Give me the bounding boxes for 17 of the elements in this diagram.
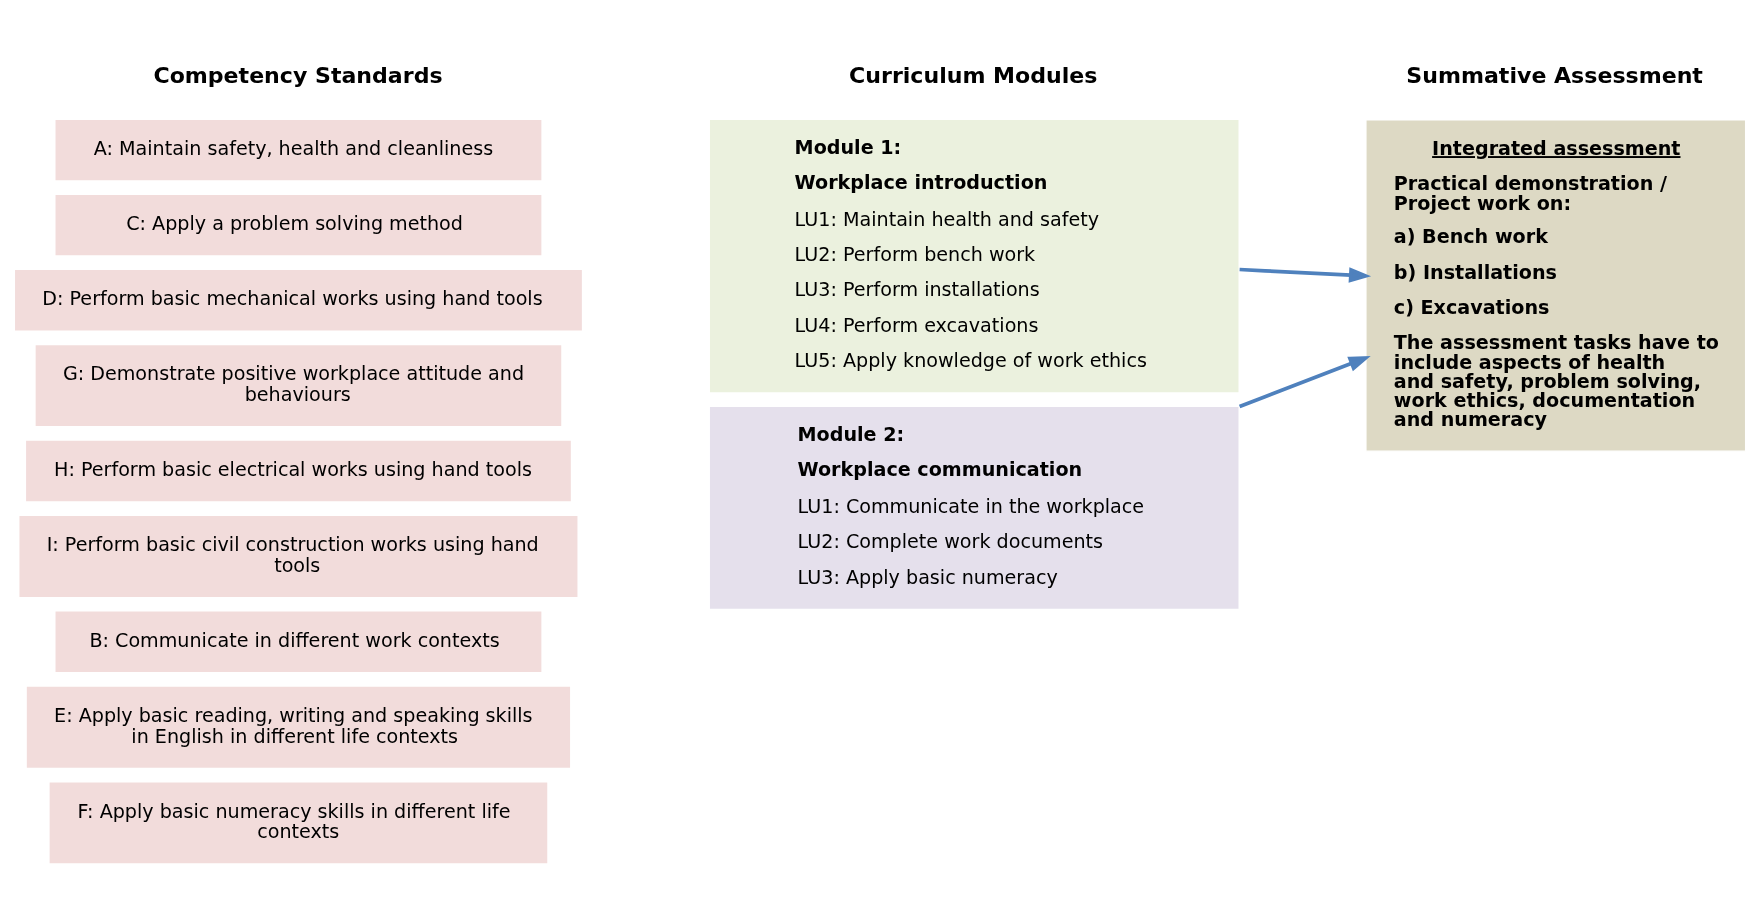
node-box: Module 2: Workplace communication LU1: Communicate in the workplace LU2: Complete work documents LU3: Apply basic numeracy — [708, 405, 1240, 610]
node-box: A: Maintain safety, health and cleanliness — [54, 117, 543, 182]
node-box: H: Perform basic electrical works using hand tools — [24, 438, 573, 503]
node-box: B: Communicate in different work contexts — [54, 609, 543, 673]
label: Competency Standards — [153, 62, 443, 88]
arrow — [1239, 266, 1372, 283]
node-box: Module 1: Workplace introduction LU1: Maintain health and safety LU2: Perform bench work LU3: Perform installations LU4: Perform excavations LU5: Apply knowledge of work ethics — [708, 117, 1240, 394]
node-box: E: Apply basic reading, writing and speaking skills in English in different life contexts — [25, 684, 572, 769]
node-box: G: Demonstrate positive workplace attitude and behaviours — [34, 343, 563, 428]
node-box: C: Apply a problem solving method — [54, 193, 543, 257]
arrow — [1238, 355, 1371, 408]
node-box: Integrated assessment Practical demonstration / Project work on: a) Bench work b) Installations c) Excavations The assessment tasks have to include aspects of health and safety, problem solving, work ethics, documentation and numeracy — [1365, 118, 1747, 452]
node-box: D: Perform basic mechanical works using hand tools — [13, 268, 584, 332]
label: Curriculum Modules — [849, 62, 1098, 88]
label: Summative Assessment — [1406, 62, 1703, 88]
node-box: F: Apply basic numeracy skills in different life contexts — [48, 780, 549, 865]
node-box: I: Perform basic civil construction works using hand tools — [18, 513, 579, 598]
